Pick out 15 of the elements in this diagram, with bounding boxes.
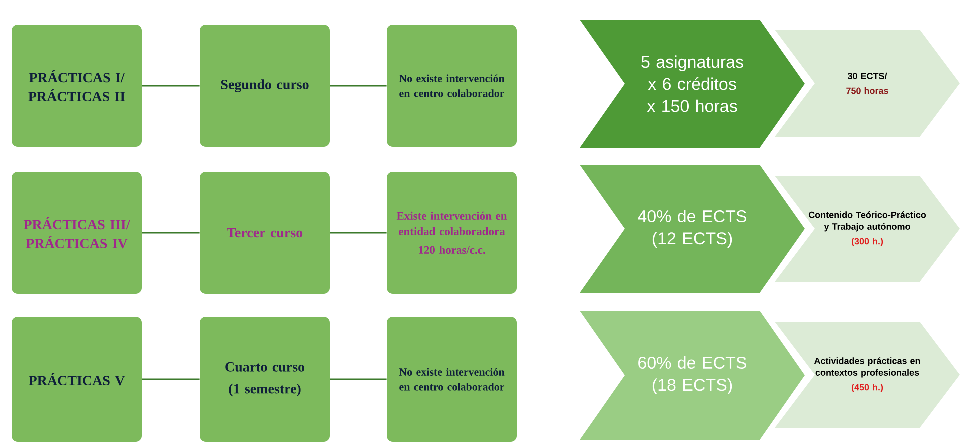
process-box: Segundo curso <box>200 25 330 147</box>
process-box: Existe intervención en entidad colaboradora 120 horas/c.c. <box>387 172 517 294</box>
process-box: Tercer curso <box>200 172 330 294</box>
process-box: No existe intervención en centro colaborador <box>387 25 517 147</box>
connector-line <box>142 378 200 380</box>
process-box: No existe intervención en centro colaborador <box>387 317 517 442</box>
connector-line <box>330 378 387 380</box>
process-box: PRÁCTICAS III/ PRÁCTICAS IV <box>12 172 142 294</box>
connector-line <box>142 85 200 87</box>
process-box: PRÁCTICAS I/ PRÁCTICAS II <box>12 25 142 147</box>
connector-line <box>142 232 200 234</box>
connector-line <box>330 232 387 234</box>
connector-line <box>330 85 387 87</box>
process-box: Cuarto curso (1 semestre) <box>200 317 330 442</box>
process-box: PRÁCTICAS V <box>12 317 142 442</box>
